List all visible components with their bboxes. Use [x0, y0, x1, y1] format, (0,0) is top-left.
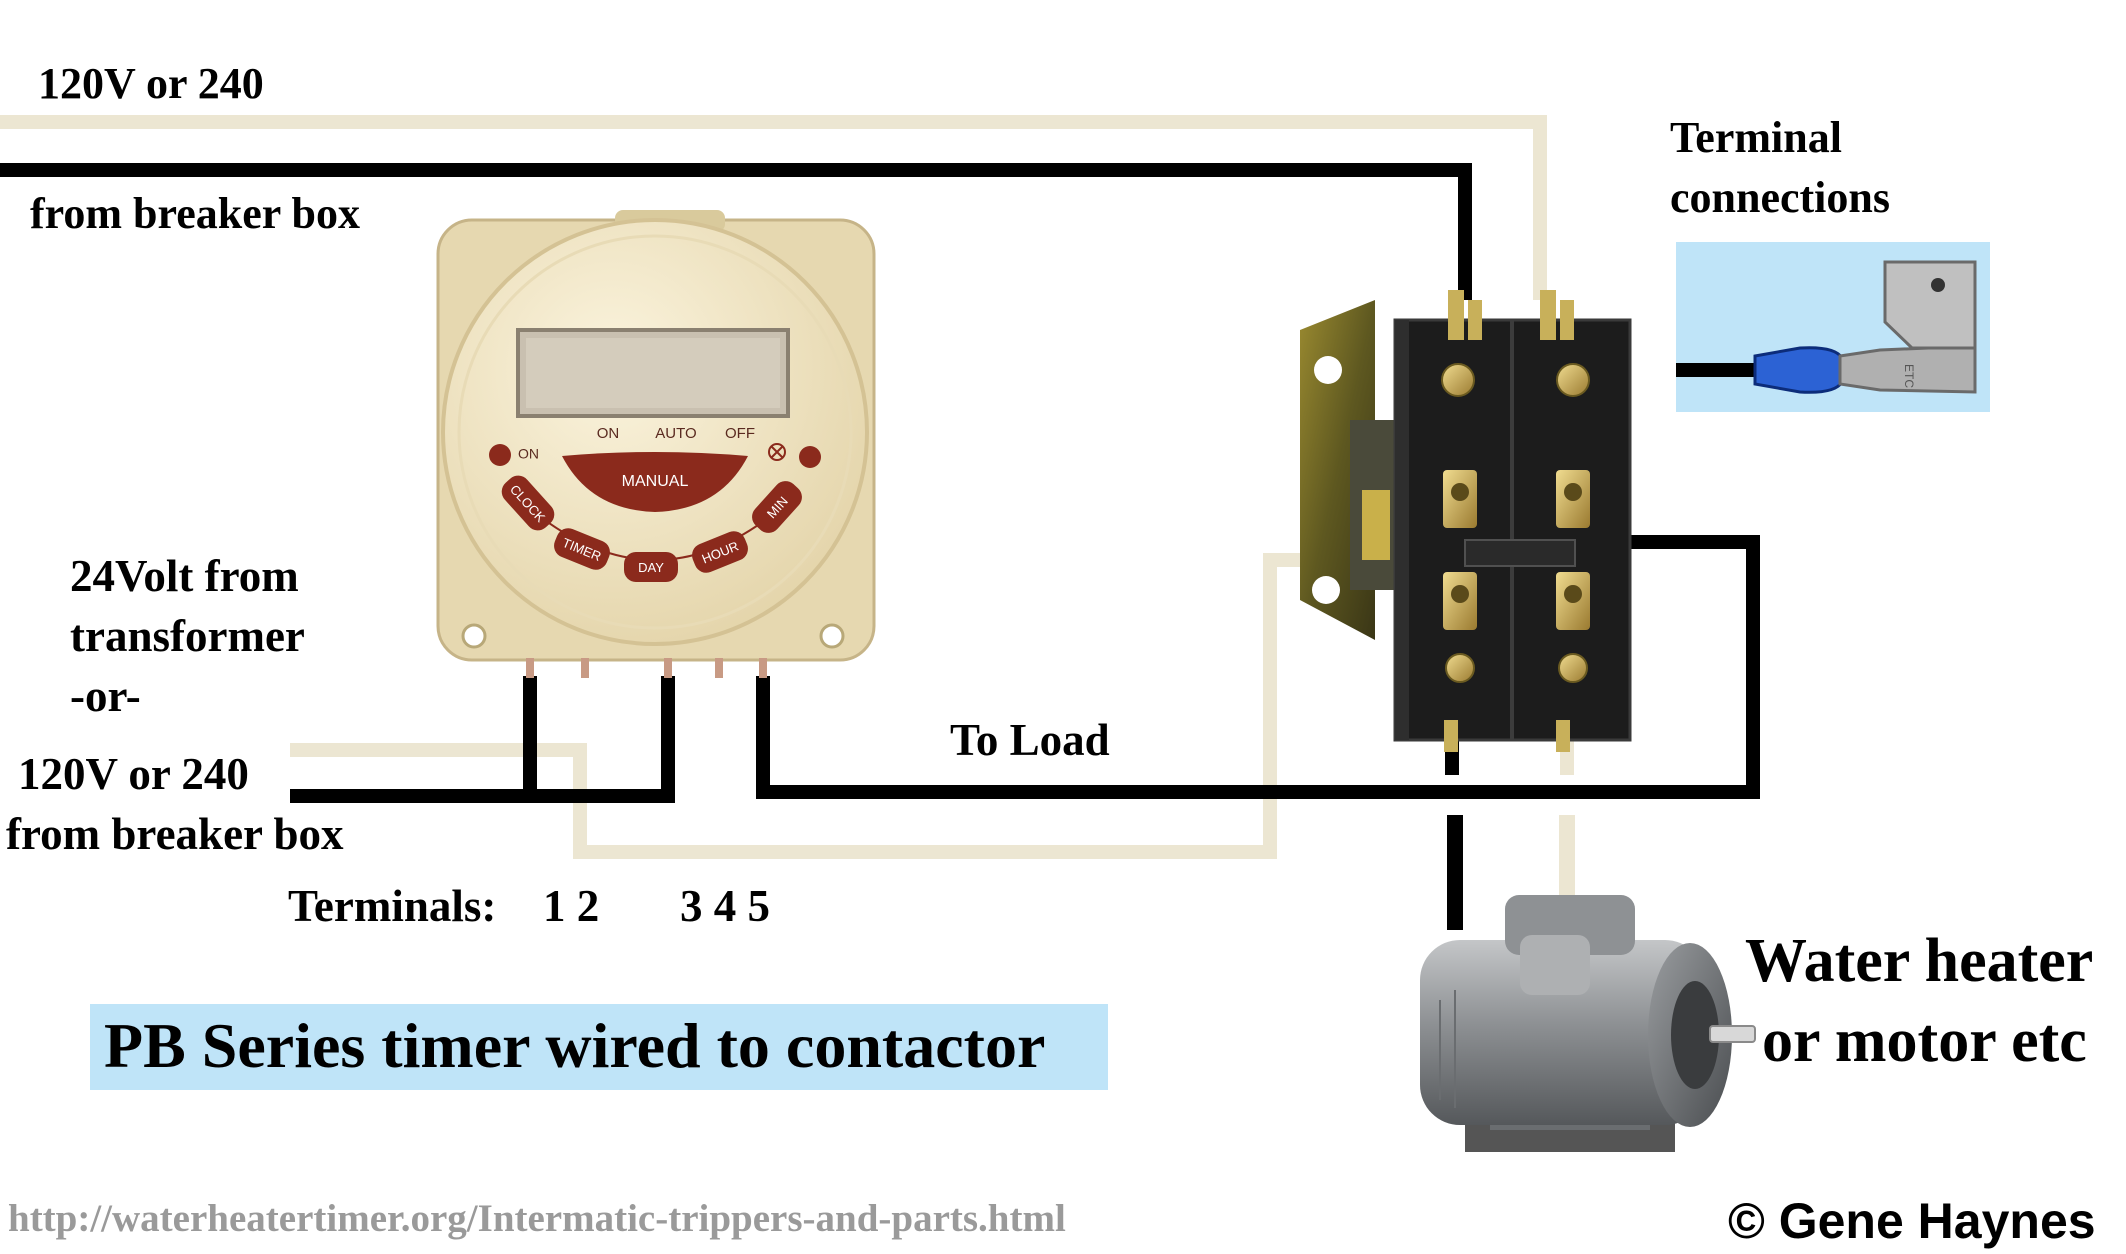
timer-no-symbol-icon [768, 443, 786, 461]
coil-source-label-line1: 24Volt from [70, 551, 299, 601]
contactor-terminals [1443, 470, 1590, 683]
motor-cooling-fins [1439, 990, 1456, 1108]
contactor [1300, 290, 1632, 752]
diagram-caption: PB Series timer wired to contactor [90, 1004, 1108, 1090]
pb-series-timer: ON ON AUTO OFF MANUAL CLOCK TIMER DAY HO… [436, 210, 876, 678]
bottom-screw-1 [1445, 653, 1475, 683]
bracket-hole-bottom [1312, 576, 1340, 604]
contactor-rib-left [1395, 320, 1409, 740]
coil-source-label-line3: -or- [70, 671, 141, 721]
blue-crimp-connector-icon [1753, 346, 1844, 394]
timer-timer-button[interactable]: TIMER [550, 525, 613, 574]
motor-body [1420, 940, 1705, 1125]
coil-wires [290, 535, 1760, 859]
timer-mode-off-label: OFF [725, 425, 755, 442]
timer-day-label: DAY [638, 560, 664, 575]
motor-end-bell-inner [1671, 981, 1719, 1089]
terminal-detail-tag: ETC [1902, 364, 1916, 388]
timer-on-indicator-light [489, 444, 511, 466]
timer-status-light-right [799, 446, 821, 468]
timer-mode-auto-label: AUTO [655, 425, 696, 442]
contactor-top-lugs [1448, 290, 1574, 340]
terminal-connection-detail: ETC [1676, 242, 1990, 412]
motor-shaft [1709, 1025, 1756, 1043]
contactor-top-screws [1441, 363, 1590, 397]
supply-neutral-wire [0, 115, 1547, 300]
load-label-line1: Water heater [1745, 927, 2094, 995]
timer-hour-button[interactable]: HOUR [688, 528, 751, 577]
timer-min-button[interactable]: MIN [747, 476, 807, 538]
timer-mounting-hole-left [461, 623, 487, 649]
supply-source-label: from breaker box [30, 189, 360, 238]
supply-voltage-label: 120V or 240 [38, 59, 264, 108]
coil-source-label-line2: transformer [70, 611, 305, 661]
contactor-coil-terminal [1362, 490, 1390, 560]
timer-on-indicator-label: ON [518, 446, 539, 462]
to-load-label: To Load [950, 715, 1110, 765]
timer-face [441, 218, 869, 646]
coil-source-hot-wire [290, 676, 675, 803]
load-label-line2: or motor etc [1762, 1007, 2087, 1075]
timer-mode-on-label: ON [597, 425, 620, 442]
timer-mounting-hole-right [819, 623, 845, 649]
supply-wires [0, 115, 1547, 300]
spade-terminal-icon [1838, 344, 1977, 394]
source-url-text: http://waterheatertimer.org/Intermatic-t… [8, 1197, 1066, 1240]
supply-hot-wire [0, 163, 1472, 300]
coil-alt-voltage-label: 120V or 240 [18, 749, 249, 799]
bracket-hole-top [1314, 356, 1342, 384]
load-wires [1447, 815, 1575, 930]
terminal-bracket-hole [1931, 278, 1945, 292]
terminals-group-b-label: 3 4 5 [680, 881, 770, 931]
timer-lcd-glare [526, 338, 780, 408]
motor-capacitor-cover [1520, 935, 1590, 995]
timer-terminal-pins [526, 658, 767, 678]
bottom-screw-2 [1558, 653, 1588, 683]
copyright-text: © Gene Haynes [1728, 1193, 2096, 1249]
timer-face-ring [457, 234, 853, 630]
terminal-connections-label-line2: connections [1670, 173, 1890, 222]
terminal-bracket-tab [1883, 260, 1977, 350]
terminal-connections-label-line1: Terminal [1670, 113, 1842, 162]
timer-day-button[interactable]: DAY [624, 552, 678, 582]
timer-output-wire [756, 535, 1760, 799]
contactor-bottom-lugs [1444, 720, 1570, 752]
timer-manual-label: MANUAL [622, 473, 689, 490]
terminals-group-a-label: 1 2 [543, 881, 600, 931]
timer-manual-button[interactable] [562, 452, 748, 512]
load-motor [1420, 895, 1756, 1152]
terminals-prefix-label: Terminals: [288, 881, 497, 931]
coil-alt-source-label: from breaker box [6, 809, 344, 859]
contactor-armature [1464, 539, 1576, 567]
